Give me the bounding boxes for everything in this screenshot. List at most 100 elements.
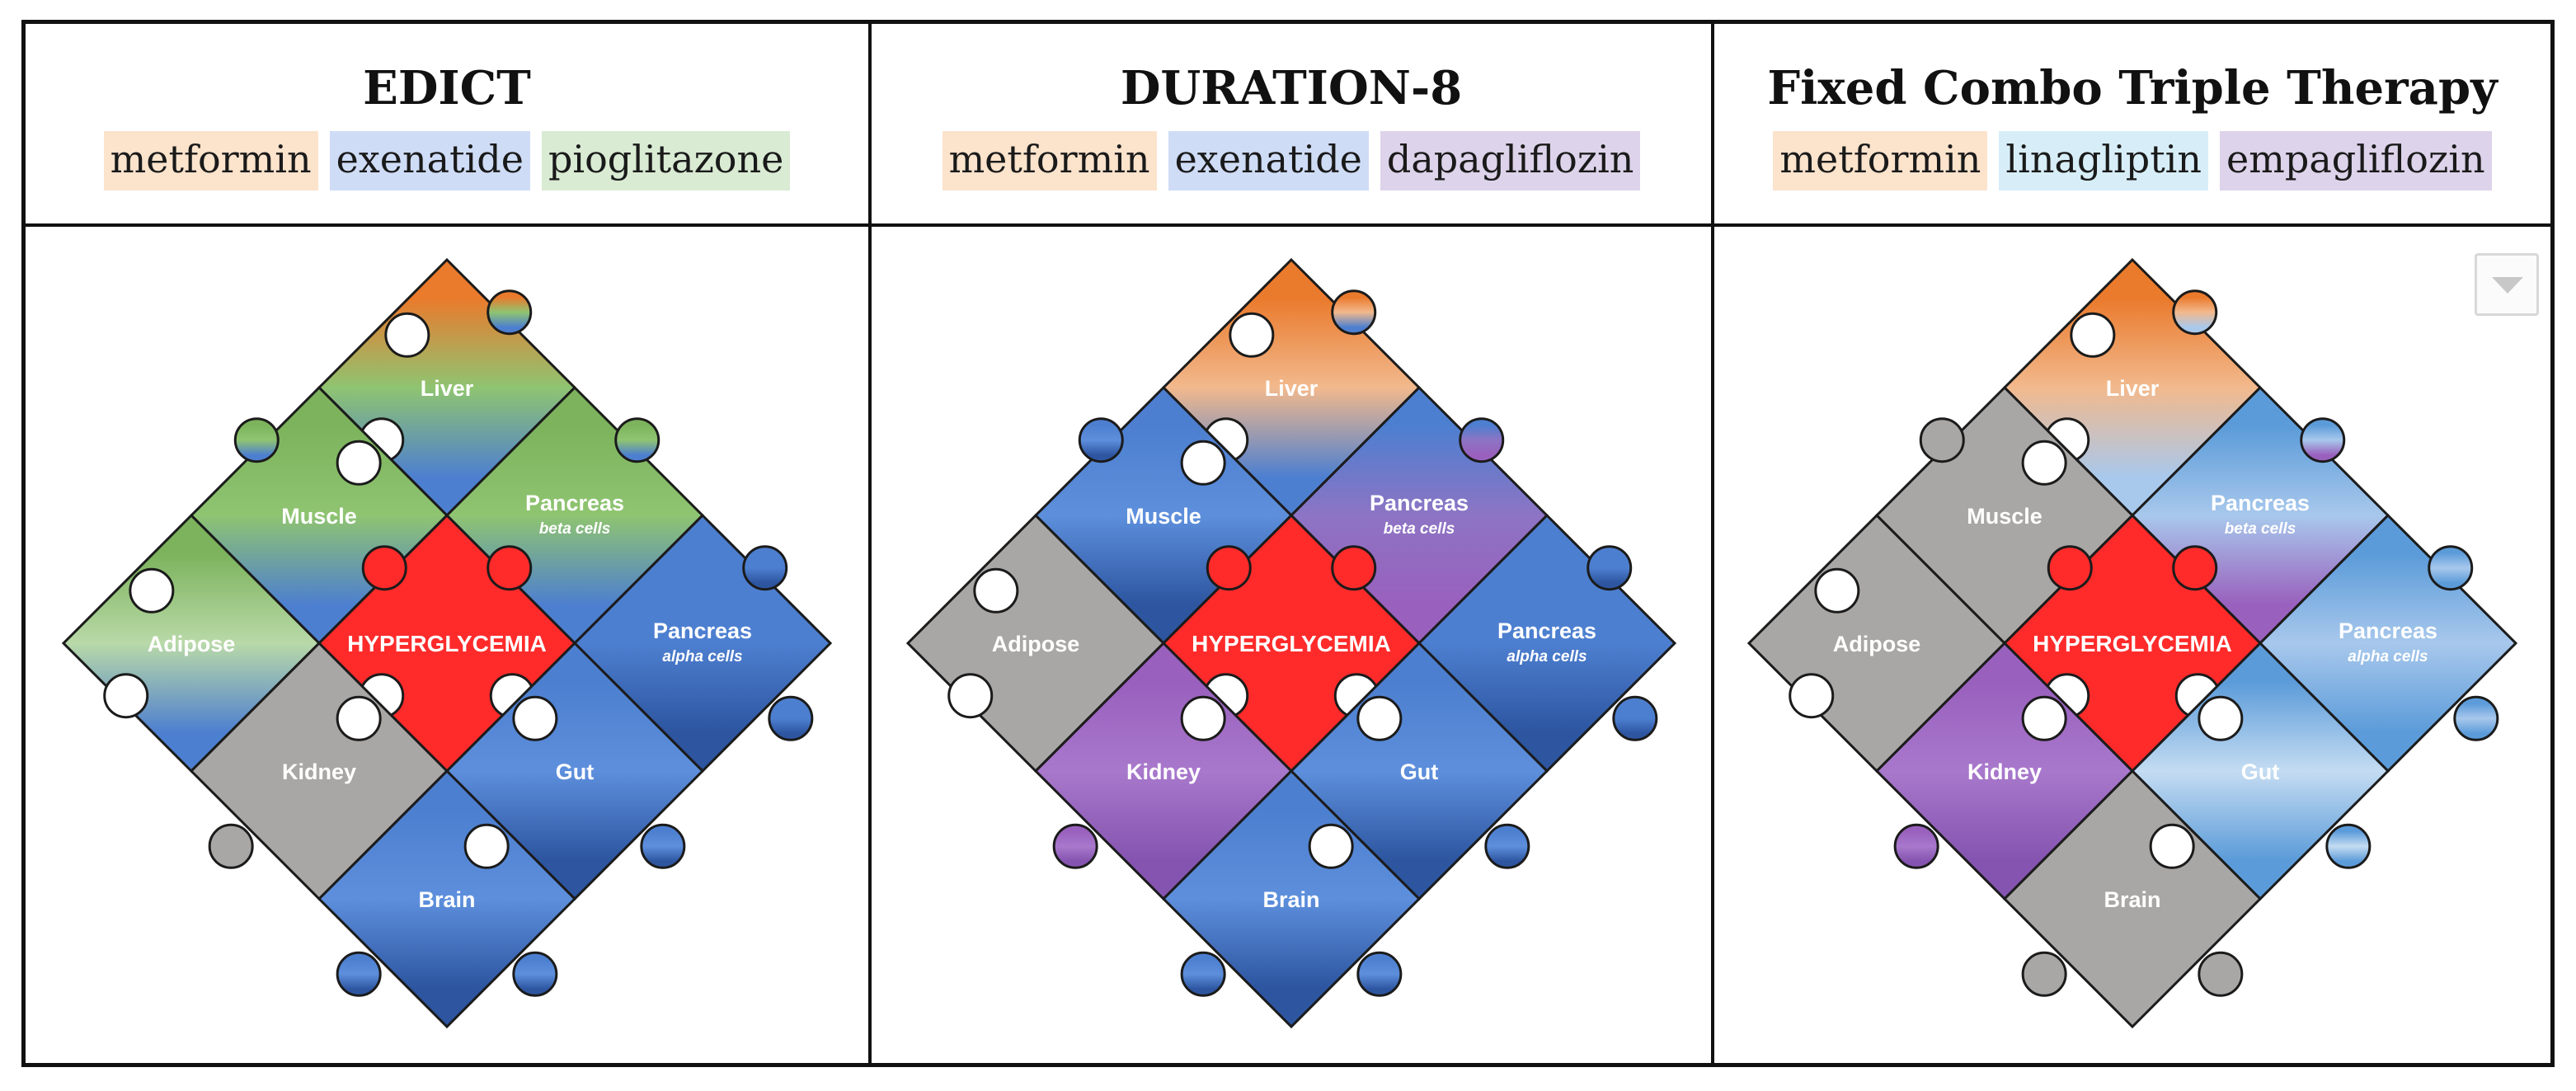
puzzle-knob bbox=[1206, 545, 1252, 591]
column-divider-1 bbox=[868, 24, 872, 1063]
panel-title: Fixed Combo Triple Therapy bbox=[1767, 61, 2498, 115]
dropdown-button[interactable] bbox=[2475, 253, 2539, 316]
puzzle-knob bbox=[512, 695, 558, 741]
puzzle-knob bbox=[129, 567, 175, 614]
puzzle-knob bbox=[2172, 289, 2218, 336]
puzzle-knob bbox=[2149, 823, 2195, 869]
puzzle-knob bbox=[1893, 823, 1939, 869]
puzzle-knob bbox=[1331, 289, 1377, 336]
chevron-down-icon bbox=[2492, 277, 2523, 294]
puzzle-knob bbox=[2453, 695, 2499, 741]
piece-label: Pancreas bbox=[2211, 491, 2310, 515]
drug-label: metformin bbox=[103, 131, 318, 190]
header-divider bbox=[26, 223, 2550, 227]
panel-header-edict: EDICT metformin exenatide pioglitazone bbox=[26, 24, 868, 223]
puzzle-knob bbox=[336, 951, 382, 997]
piece-label: HYPERGLYCEMIA bbox=[2033, 631, 2232, 656]
piece-sublabel: beta cells bbox=[1384, 520, 1455, 538]
panel-title: EDICT bbox=[363, 61, 531, 115]
puzzle-knob bbox=[1612, 695, 1658, 741]
puzzle-knob bbox=[336, 695, 382, 741]
puzzle-knob bbox=[487, 545, 533, 591]
puzzle-knob bbox=[1229, 312, 1275, 358]
puzzle-knob bbox=[614, 417, 660, 463]
puzzle-piece-brain: Brain bbox=[1161, 769, 1422, 1029]
puzzle-knob bbox=[2021, 695, 2067, 741]
puzzle-knob bbox=[1586, 545, 1633, 591]
piece-label: Adipose bbox=[992, 632, 1080, 656]
piece-label: Muscle bbox=[1126, 504, 1201, 529]
puzzle-knob bbox=[2325, 823, 2372, 869]
puzzle-knob bbox=[2198, 695, 2244, 741]
puzzle-knob bbox=[233, 417, 280, 463]
drug-legend: metformin exenatide dapagliflozin bbox=[872, 131, 1711, 190]
piece-label: Gut bbox=[1400, 759, 1439, 784]
piece-sublabel: alpha cells bbox=[662, 648, 742, 665]
puzzle-knob bbox=[768, 695, 814, 741]
puzzle-knob bbox=[2021, 440, 2067, 486]
puzzle-knob bbox=[487, 289, 533, 336]
piece-label: Brain bbox=[418, 887, 475, 912]
puzzle-knob bbox=[1180, 440, 1226, 486]
drug-legend: metformin linagliptin empagliflozin bbox=[1714, 131, 2550, 190]
puzzle-knob bbox=[2428, 545, 2474, 591]
piece-label: HYPERGLYCEMIA bbox=[347, 631, 547, 656]
puzzle-knob bbox=[336, 440, 382, 486]
piece-sublabel: beta cells bbox=[2225, 520, 2296, 538]
puzzle-knob bbox=[2021, 951, 2067, 997]
piece-label: HYPERGLYCEMIA bbox=[1192, 631, 1391, 656]
piece-label: Liver bbox=[421, 376, 474, 401]
puzzle-knob bbox=[1052, 823, 1098, 869]
drug-label: pioglitazone bbox=[541, 131, 791, 190]
piece-sublabel: alpha cells bbox=[2348, 648, 2428, 665]
puzzle-knob bbox=[1180, 695, 1226, 741]
piece-label: Pancreas bbox=[525, 491, 624, 515]
puzzle-knob bbox=[640, 823, 686, 869]
puzzle-knob bbox=[1180, 951, 1226, 997]
puzzle-knob bbox=[1356, 951, 1403, 997]
drug-label: exenatide bbox=[329, 131, 530, 190]
puzzle-knob bbox=[361, 545, 407, 591]
puzzle-knob bbox=[1331, 545, 1377, 591]
puzzle-knob bbox=[1078, 417, 1124, 463]
piece-label: Pancreas bbox=[1370, 491, 1469, 515]
puzzle-knob bbox=[208, 823, 254, 869]
piece-label: Muscle bbox=[281, 504, 357, 529]
drug-label: metformin bbox=[942, 131, 1157, 190]
panel-header-duration-8: DURATION-8 metformin exenatide dapaglifl… bbox=[872, 24, 1711, 223]
puzzle-piece-brain: Brain bbox=[2002, 769, 2263, 1029]
piece-label: Liver bbox=[1265, 376, 1319, 401]
piece-label: Pancreas bbox=[2339, 618, 2437, 643]
piece-shape bbox=[2002, 769, 2263, 1029]
drug-label: metformin bbox=[1773, 131, 1988, 190]
puzzle-knob bbox=[1356, 695, 1403, 741]
puzzle-knob bbox=[384, 312, 430, 358]
drug-legend: metformin exenatide pioglitazone bbox=[26, 131, 868, 190]
puzzle-knob bbox=[463, 823, 510, 869]
figure-frame: EDICT metformin exenatide pioglitazone D… bbox=[21, 20, 2555, 1067]
piece-shape bbox=[317, 769, 577, 1029]
puzzle-knob bbox=[2070, 312, 2116, 358]
piece-shape bbox=[1161, 769, 1422, 1029]
puzzle-knob bbox=[947, 673, 994, 719]
puzzle-piece-palpha: Pancreas alpha cells bbox=[2258, 513, 2518, 774]
panel-title: DURATION-8 bbox=[1120, 61, 1463, 115]
puzzle-knob bbox=[1814, 567, 1860, 614]
piece-label: Muscle bbox=[1967, 504, 2042, 529]
piece-label: Adipose bbox=[1833, 632, 1921, 656]
drug-label: dapagliflozin bbox=[1380, 131, 1641, 190]
puzzle-knob bbox=[1919, 417, 1965, 463]
piece-label: Kidney bbox=[1126, 759, 1201, 784]
drug-label: empagliflozin bbox=[2220, 131, 2492, 190]
puzzle-knob bbox=[2047, 545, 2093, 591]
puzzle-knob bbox=[103, 673, 149, 719]
puzzle-knob bbox=[2300, 417, 2346, 463]
piece-label: Pancreas bbox=[1497, 618, 1596, 643]
piece-label: Brain bbox=[1262, 887, 1319, 912]
piece-label: Gut bbox=[556, 759, 595, 784]
